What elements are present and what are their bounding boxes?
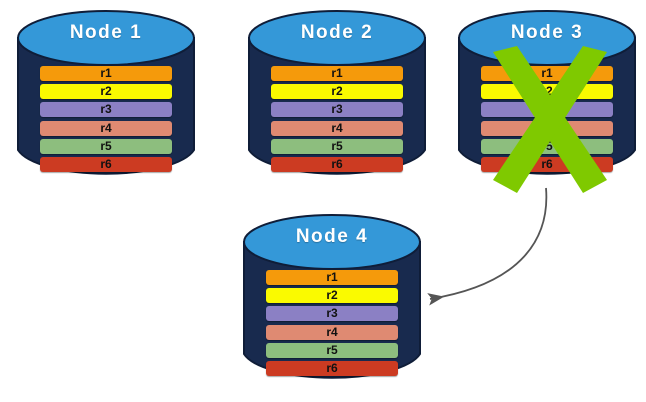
data-row[interactable]: r4	[481, 120, 613, 136]
data-row[interactable]: r6	[40, 156, 172, 172]
data-row[interactable]: r2	[271, 84, 403, 100]
data-row[interactable]: r5	[40, 138, 172, 154]
data-row[interactable]: r6	[266, 360, 398, 376]
data-row[interactable]: r3	[266, 306, 398, 322]
data-row[interactable]: r1	[40, 66, 172, 81]
data-row[interactable]: r3	[481, 102, 613, 118]
data-row[interactable]: r2	[481, 84, 613, 100]
row-list: r1 r2 r3 r4 r5 r6	[266, 270, 398, 379]
row-list: r1 r2 r3 r4 r5 r6	[481, 66, 613, 175]
node-cylinder-1[interactable]: Node 1 r1 r2 r3 r4 r5 r6	[14, 8, 198, 180]
data-row[interactable]: r4	[271, 120, 403, 136]
data-row[interactable]: r6	[481, 156, 613, 172]
data-row[interactable]: r2	[266, 288, 398, 304]
data-row[interactable]: r2	[40, 84, 172, 100]
transfer-arrow	[427, 187, 548, 306]
node-cylinder-4[interactable]: Node 4 r1 r2 r3 r4 r5 r6	[240, 212, 424, 384]
data-row[interactable]: r4	[266, 324, 398, 340]
data-row[interactable]: r5	[271, 138, 403, 154]
data-row[interactable]: r1	[266, 270, 398, 285]
data-row[interactable]: r3	[40, 102, 172, 118]
row-list: r1 r2 r3 r4 r5 r6	[40, 66, 172, 175]
data-row[interactable]: r4	[40, 120, 172, 136]
row-list: r1 r2 r3 r4 r5 r6	[271, 66, 403, 175]
data-row[interactable]: r3	[271, 102, 403, 118]
data-row[interactable]: r1	[481, 66, 613, 81]
node-cylinder-3[interactable]: Node 3 r1 r2 r3 r4 r5 r6	[455, 8, 639, 193]
data-row[interactable]: r5	[481, 138, 613, 154]
arrow-path	[427, 187, 548, 306]
data-row[interactable]: r5	[266, 342, 398, 358]
data-row[interactable]: r1	[271, 66, 403, 81]
node-cylinder-2[interactable]: Node 2 r1 r2 r3 r4 r5 r6	[245, 8, 429, 180]
data-row[interactable]: r6	[271, 156, 403, 172]
